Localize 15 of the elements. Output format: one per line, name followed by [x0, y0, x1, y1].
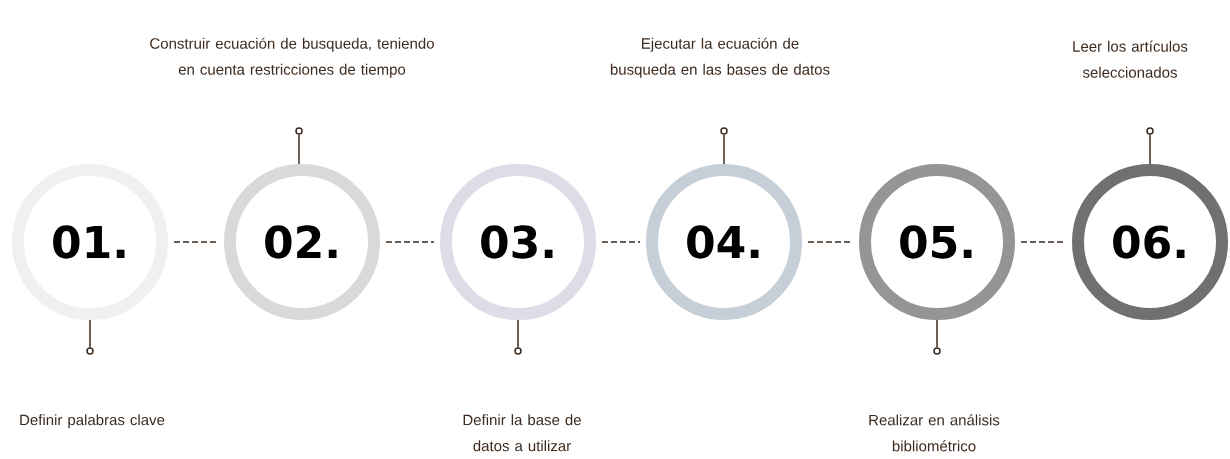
leader-line [89, 319, 91, 348]
step-text: Realizar en análisis bibliométrico [869, 414, 1000, 452]
leader-line [1149, 134, 1151, 165]
dashed-connector [385, 241, 435, 243]
step-text: Definir palabras clave [20, 414, 165, 429]
step-text: Ejecutar la ecuación de busqueda en las bases de datos [610, 37, 830, 78]
leader-line [723, 134, 725, 165]
leader-line [936, 319, 938, 348]
step-text: Definir la base de datos a utilizar [463, 414, 581, 452]
step-text: Construir ecuación de busqueda, teniendo en cuenta restricciones de tiempo [150, 37, 434, 78]
dashed-connector [601, 241, 641, 243]
step-text: Leer los artículos seleccionados [1073, 40, 1188, 78]
dashed-connector [173, 241, 219, 243]
leader-line [298, 134, 300, 165]
leader-line [517, 319, 519, 348]
